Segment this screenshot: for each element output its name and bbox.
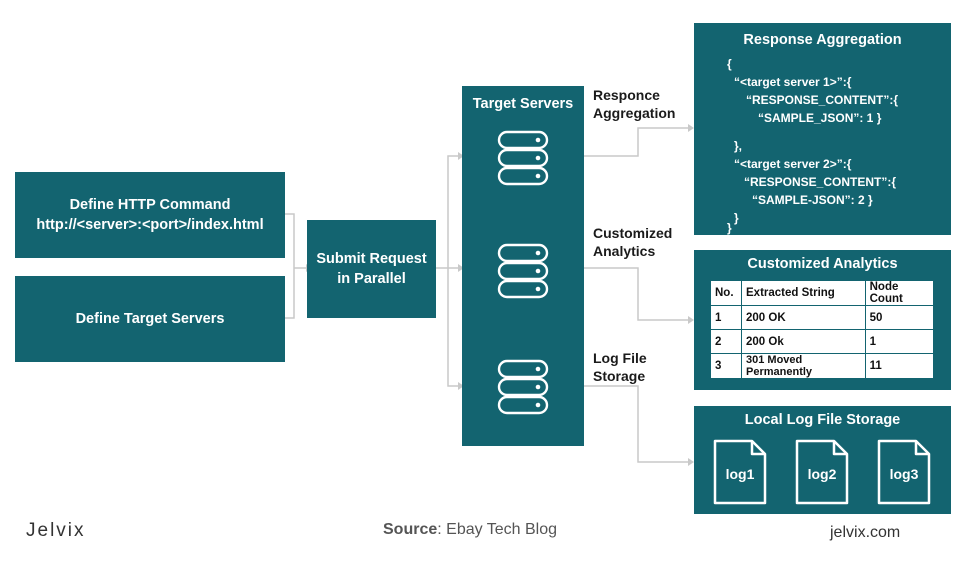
table-cell: 200 Ok	[741, 329, 866, 354]
site-url: jelvix.com	[830, 524, 901, 541]
define-http-command-label: Define HTTP Command	[69, 197, 231, 213]
label-line: Aggregation	[593, 105, 676, 121]
submit-request-line1: Submit Request	[316, 251, 427, 267]
log-file-icon: log3	[876, 438, 932, 506]
source-text: : Ebay Tech Blog	[437, 521, 558, 538]
source-credit: Source: Ebay Tech Blog	[383, 521, 557, 539]
log-file-name: log3	[889, 466, 919, 482]
table-cell: 11	[864, 353, 935, 379]
customized-analytics-panel: Customized Analytics No. Extracted Strin…	[694, 250, 951, 390]
table-row: 3 301 Moved Permanently 11	[710, 353, 935, 379]
target-servers-panel: Target Servers	[462, 86, 584, 446]
define-http-command-box: Define HTTP Command http://<server>:<por…	[15, 172, 285, 258]
json-line: “<target server 2>”:{	[734, 157, 852, 171]
log-file-icon: log2	[794, 438, 850, 506]
table-cell: 200 OK	[741, 305, 866, 330]
label-line: Storage	[593, 368, 646, 384]
json-line: “SAMPLE-JSON”: 2 }	[752, 193, 873, 207]
json-line: }	[727, 221, 732, 235]
column-header: No.	[710, 280, 742, 306]
log-file-name: log1	[725, 466, 755, 482]
response-aggregation-title: Response Aggregation	[743, 32, 902, 48]
table-cell: 301 Moved Permanently	[741, 353, 866, 379]
http-url-label: http://<server>:<port>/index.html	[36, 217, 264, 233]
json-line: },	[734, 139, 743, 153]
local-log-storage-title: Local Log File Storage	[744, 412, 901, 428]
response-aggregation-panel: Response Aggregation { “<target server 1…	[694, 23, 951, 235]
column-header: Extracted String	[741, 280, 866, 306]
label-line: Responce	[593, 87, 660, 103]
target-servers-title: Target Servers	[472, 96, 574, 112]
response-aggregation-arrow-label: Responce Aggregation	[593, 86, 675, 122]
submit-request-line2: in Parallel	[337, 271, 406, 287]
table-row: 2 200 Ok 1	[710, 329, 935, 354]
table-cell: 1	[710, 305, 742, 330]
json-line: “RESPONSE_CONTENT”:{	[744, 175, 897, 189]
table-cell: 2	[710, 329, 742, 354]
table-header-row: No. Extracted String Node Count	[710, 280, 935, 306]
customized-analytics-title: Customized Analytics	[747, 256, 898, 272]
submit-request-box: Submit Request in Parallel	[307, 220, 436, 318]
log-file-name: log2	[807, 466, 837, 482]
jelvix-logo: Jelvix	[26, 520, 86, 541]
json-line: {	[727, 57, 732, 71]
table-cell: 1	[864, 329, 935, 354]
table-cell: 50	[864, 305, 935, 330]
json-line: “SAMPLE_JSON”: 1 }	[758, 111, 882, 125]
column-header: Node Count	[864, 280, 935, 306]
label-line: Analytics	[593, 243, 656, 259]
source-label: Source	[383, 521, 438, 538]
log-file-storage-arrow-label: Log File Storage	[593, 349, 647, 385]
json-line: “RESPONSE_CONTENT”:{	[746, 93, 899, 107]
log-file-icon: log1	[712, 438, 768, 506]
json-line: }	[734, 211, 739, 225]
json-line: “<target server 1>”:{	[734, 75, 852, 89]
analytics-table: No. Extracted String Node Count 1 200 OK…	[710, 280, 935, 379]
server-icon	[497, 359, 549, 415]
label-line: Customized	[593, 225, 673, 241]
table-row: 1 200 OK 50	[710, 305, 935, 330]
define-target-servers-box: Define Target Servers	[15, 276, 285, 362]
label-line: Log File	[593, 350, 647, 366]
define-target-servers-label: Define Target Servers	[75, 311, 225, 327]
customized-analytics-arrow-label: Customized Analytics	[593, 224, 672, 260]
server-icon	[497, 130, 549, 186]
table-cell: 3	[710, 353, 742, 379]
server-icon	[497, 243, 549, 299]
local-log-storage-panel: Local Log File Storage log1 log2 log3	[694, 406, 951, 514]
